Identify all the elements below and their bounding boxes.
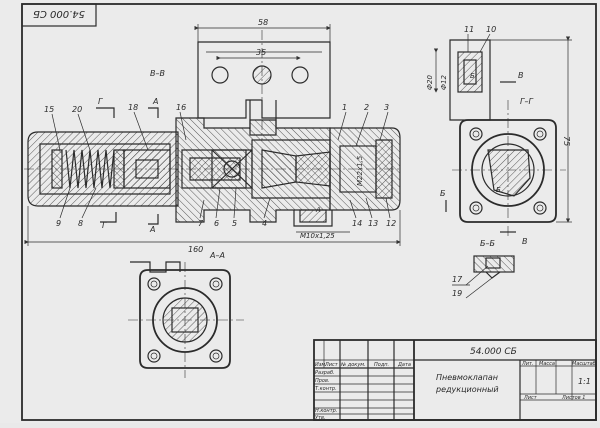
title-name-2: редукционный <box>435 385 499 394</box>
row-utv: Утв. <box>315 415 326 421</box>
hdr-sign: Подп. <box>374 362 389 368</box>
callout-7: 7 <box>198 219 204 228</box>
callout-12: 12 <box>386 219 396 228</box>
cut-v-bottom: В <box>522 237 528 246</box>
title-name-1: Пневмоклапан <box>436 373 498 382</box>
cut-b-top: Б <box>470 72 475 80</box>
dim-160: 160 <box>188 245 203 254</box>
scale-value: 1:1 <box>578 377 591 386</box>
cut-a-bottom-port: А <box>315 206 321 214</box>
cut-a-bottom: А <box>149 225 155 234</box>
title-code: 54.000 СБ <box>470 347 517 357</box>
callout-19: 19 <box>452 289 462 298</box>
row-tkontr: Т.контр. <box>315 386 337 392</box>
callout-2: 2 <box>364 103 369 112</box>
callout-11: 11 <box>464 25 474 34</box>
callout-13: 13 <box>368 219 378 228</box>
sheet-label: Лист <box>523 395 538 401</box>
callout-9: 9 <box>56 219 61 228</box>
callout-1: 1 <box>342 103 347 112</box>
dim-75: 75 <box>562 136 571 146</box>
dim-phi20: Ф20 <box>426 75 434 90</box>
cut-g-top: Г <box>98 97 103 106</box>
section-label-bb-small: Б–Б <box>480 239 495 248</box>
stamp-box: 54.000 СБ <box>21 3 97 27</box>
section-aa-view: А–А <box>128 251 244 378</box>
col-lit: Лит. <box>521 361 534 367</box>
outer-frame <box>21 3 597 421</box>
thread-m10: М10х1,25 <box>300 232 335 240</box>
cut-a-top: А <box>152 97 158 106</box>
callout-16: 16 <box>176 103 186 112</box>
section-label-gg: Г–Г <box>520 97 533 106</box>
piston <box>123 149 171 189</box>
callout-20: 20 <box>72 105 82 114</box>
flange-hole-right <box>291 66 309 84</box>
callout-3: 3 <box>384 103 389 112</box>
col-mass: Масса <box>539 361 555 367</box>
side-body <box>459 119 557 223</box>
callouts-main: 15 20 18 16 1 2 3 9 8 7 6 5 4 14 13 12 <box>44 103 396 228</box>
callout-4: 4 <box>262 219 267 228</box>
section-label-bb: В–В <box>150 69 165 78</box>
insert-part-11 <box>457 51 483 93</box>
dim-phi12: Ф12 <box>440 75 448 90</box>
title-block: Изм. Лист № докум. Подп. Дата Разраб. Пр… <box>313 339 597 421</box>
cut-b-inner: Б <box>496 186 501 194</box>
callout-5: 5 <box>232 219 237 228</box>
side-view-gg: Г–Г 11 10 Ф20 Ф12 Б В 75 Б Б В <box>426 25 572 246</box>
cut-b-left: Б <box>440 189 446 198</box>
stamp-code: 54.000 СБ <box>33 8 85 19</box>
mounting-flange <box>197 41 331 119</box>
aa-body <box>139 269 231 369</box>
cut-g-bottom: Г <box>102 221 107 230</box>
row-prov: Пров. <box>315 378 330 384</box>
callout-15: 15 <box>44 105 54 114</box>
dim-58: 58 <box>258 18 268 27</box>
callout-17: 17 <box>452 275 463 284</box>
section-bb-small: Б–Б 17 19 <box>452 239 515 299</box>
tapered-insert <box>261 149 297 189</box>
callout-10: 10 <box>486 25 496 34</box>
hdr-izm: Изм. <box>315 362 327 368</box>
hdr-date: Дата <box>397 362 411 368</box>
dim-35: 35 <box>256 48 266 57</box>
row-razrab: Разраб. <box>315 370 335 376</box>
callout-8: 8 <box>78 219 83 228</box>
col-scale: Масштаб <box>572 361 596 367</box>
valve-seat <box>211 149 253 189</box>
callout-18: 18 <box>128 103 138 112</box>
thread-m22: М22х1,5 <box>356 155 364 186</box>
sheets-label: Листов 1 <box>561 395 585 401</box>
row-nkontr: Н.контр. <box>315 408 337 414</box>
hdr-list: Лист <box>324 362 339 368</box>
callout-6: 6 <box>214 219 219 228</box>
bottom-port <box>293 210 333 227</box>
flange-hole-left <box>211 66 229 84</box>
side-inner-part <box>487 149 531 197</box>
callout-14: 14 <box>352 219 362 228</box>
cut-v-top: В <box>518 71 524 80</box>
hdr-docnum: № докум. <box>340 362 366 368</box>
section-label-aa: А–А <box>209 251 225 260</box>
main-section-view: В–В 58 35 <box>24 18 401 254</box>
